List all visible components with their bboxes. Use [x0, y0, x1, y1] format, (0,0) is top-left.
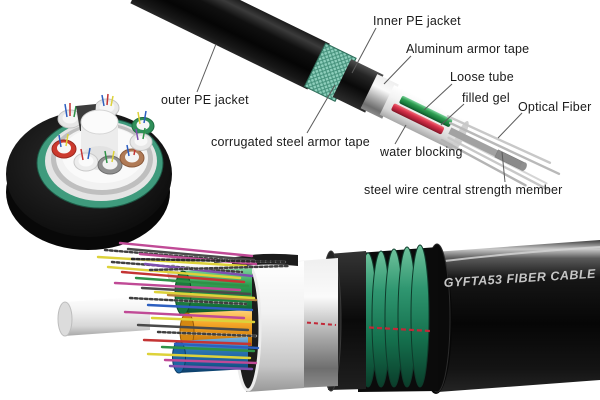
central-tube-left: [57, 296, 150, 337]
water-blocking-wrap: [246, 261, 304, 392]
label-aluminum-armor-tape: Aluminum armor tape: [406, 42, 530, 56]
leader-line: [196, 43, 217, 93]
top-cable-cutaway: [130, 0, 561, 191]
outer-pe-jacket-layer: [130, 0, 330, 90]
label-corrugated-steel-armor-tape: corrugated steel armor tape: [211, 135, 370, 149]
ripcord-on-tape: [299, 321, 337, 326]
fiber-tube: [51, 133, 77, 159]
leader-line: [351, 27, 377, 74]
leader-lines: [196, 27, 523, 183]
label-optical-fiber: Optical Fiber: [518, 100, 592, 114]
outer-jacket-body: [434, 240, 600, 392]
green-loose-tube: [399, 95, 453, 127]
leader-line: [394, 124, 407, 145]
label-water-blocking: water blocking: [380, 145, 463, 159]
leader-line: [423, 83, 453, 111]
fiber-tube: [57, 103, 83, 129]
leader-line: [501, 151, 506, 183]
label-loose-tube: Loose tube: [450, 70, 514, 84]
label-outer-pe-jacket: outer PE jacket: [161, 93, 249, 107]
fiber-tube: [119, 143, 145, 168]
label-steel-wire-central-strength-member: steel wire central strength member: [364, 183, 563, 197]
bottom-cable-cutaway: GYFTA53 FIBER CABLE: [57, 240, 600, 394]
cable-cross-section: [6, 93, 172, 250]
red-loose-tube: [391, 103, 444, 135]
label-inner-pe-jacket: Inner PE jacket: [373, 14, 461, 28]
fiber-tube: [131, 110, 155, 135]
jacket-highlight: [435, 246, 600, 263]
ripcord-on-coils: [360, 325, 431, 333]
fiber-tube: [97, 150, 123, 175]
leader-line: [440, 103, 465, 126]
leader-line: [306, 84, 336, 134]
leader-line: [497, 112, 523, 139]
fiber-tube: [73, 147, 99, 172]
label-filled-gel: filled gel: [462, 91, 510, 105]
aluminum-tape-ring: [360, 74, 399, 119]
aluminum-tape-section: [298, 258, 338, 388]
rod-end-cap: [520, 162, 527, 171]
fiber-strands: [96, 241, 290, 371]
leader-line: [383, 55, 412, 85]
armor-coils: [358, 244, 430, 388]
fiber-tube: [129, 127, 153, 151]
